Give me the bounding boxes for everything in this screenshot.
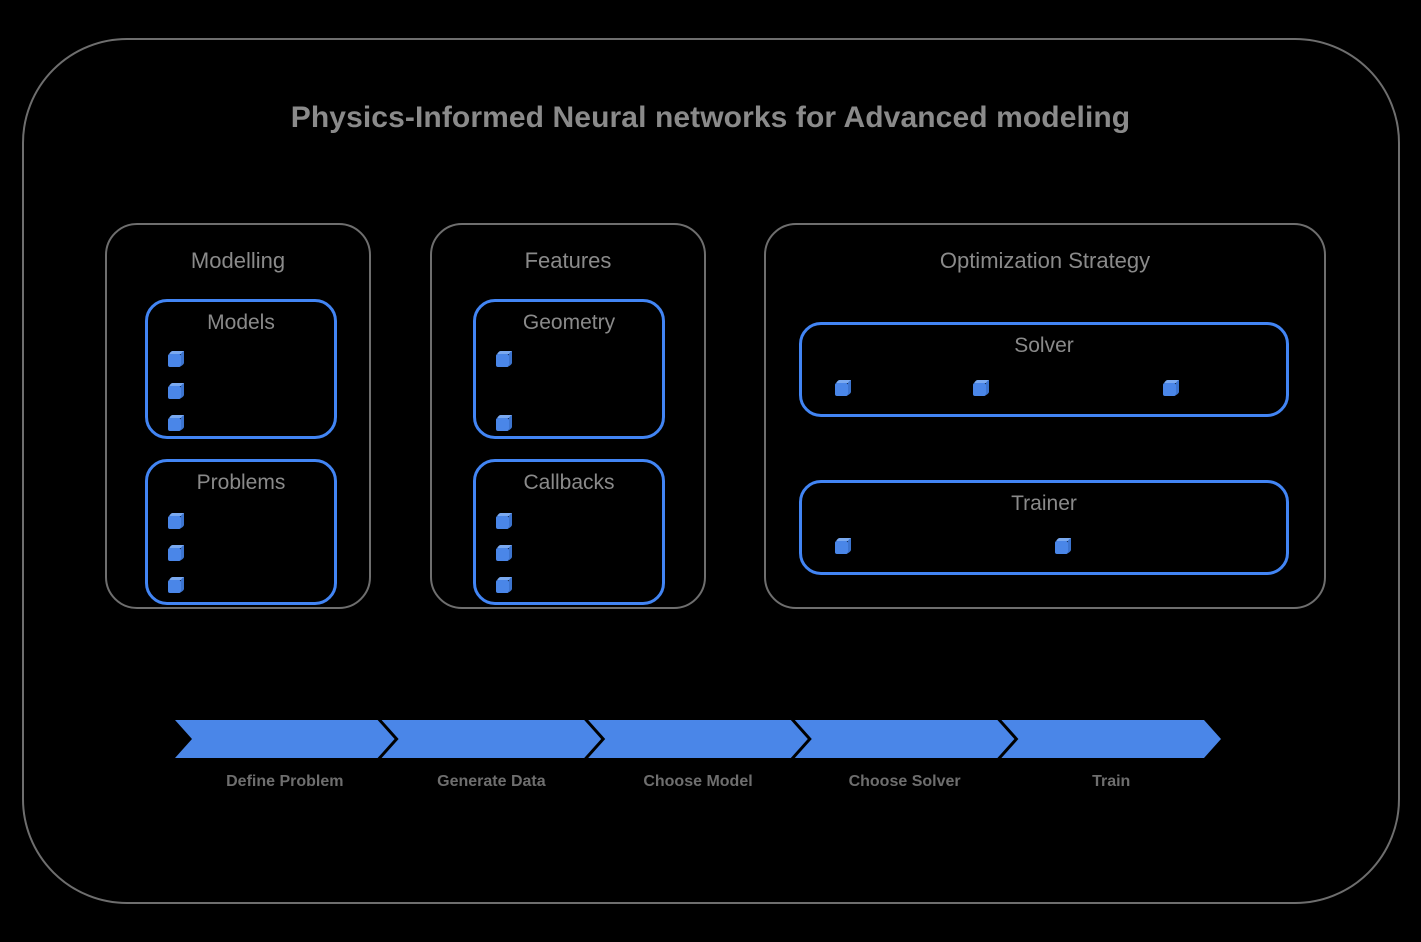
item-cube: [835, 383, 848, 396]
group-optimization-strategy: Optimization Strategy Solver Trainer: [764, 223, 1326, 609]
item-cube: [496, 548, 509, 561]
card-trainer[interactable]: Trainer: [799, 480, 1289, 575]
item-cube: [1163, 383, 1176, 396]
page-title: Physics-Informed Neural networks for Adv…: [290, 101, 1131, 134]
pipeline-svg: [175, 720, 1221, 758]
pipeline-step-arrow[interactable]: [588, 720, 808, 758]
card-title-solver: Solver: [1014, 334, 1074, 357]
pipeline-step-label: Train: [1092, 773, 1131, 790]
item-cube: [496, 516, 509, 529]
pipeline-step-arrow[interactable]: [794, 720, 1015, 758]
card-title-trainer: Trainer: [1011, 492, 1077, 515]
pipeline-arrows: [175, 720, 1221, 758]
card-models[interactable]: Models: [145, 299, 337, 439]
pipeline-step-arrow[interactable]: [381, 720, 602, 758]
card-geometry[interactable]: Geometry: [473, 299, 665, 439]
item-cube: [168, 354, 181, 367]
item-cube: [168, 516, 181, 529]
item-cube: [1055, 541, 1068, 554]
pipeline-step-label: Generate Data: [437, 773, 546, 790]
item-cube: [496, 354, 509, 367]
pipeline-step-arrow[interactable]: [1001, 720, 1221, 758]
item-cube: [835, 541, 848, 554]
card-problems[interactable]: Problems: [145, 459, 337, 605]
card-title-geometry: Geometry: [522, 311, 616, 334]
card-title-problems: Problems: [196, 471, 286, 494]
item-cube: [168, 580, 181, 593]
group-title-modelling: Modelling: [190, 248, 286, 273]
card-title-models: Models: [207, 311, 275, 334]
item-cube: [973, 383, 986, 396]
pipeline-step-label: Choose Solver: [848, 773, 961, 790]
item-cube: [168, 418, 181, 431]
pipeline-step-arrow[interactable]: [175, 720, 395, 758]
item-cube: [168, 548, 181, 561]
group-title-optimization-strategy: Optimization Strategy: [939, 248, 1151, 273]
item-cube: [496, 580, 509, 593]
card-title-callbacks: Callbacks: [523, 471, 615, 494]
card-callbacks[interactable]: Callbacks: [473, 459, 665, 605]
pipeline-step-label: Choose Model: [643, 773, 753, 790]
group-features: Features Geometry Callbacks: [430, 223, 706, 609]
pipeline-step-label: Define Problem: [226, 773, 344, 790]
group-modelling: Modelling Models Problems: [105, 223, 371, 609]
pipeline-labels: Define Problem Generate Data Choose Model C…: [175, 773, 1221, 799]
card-solver[interactable]: Solver: [799, 322, 1289, 417]
outer-frame: [22, 38, 1400, 904]
group-title-features: Features: [524, 248, 612, 273]
item-cube: [496, 418, 509, 431]
item-cube: [168, 386, 181, 399]
